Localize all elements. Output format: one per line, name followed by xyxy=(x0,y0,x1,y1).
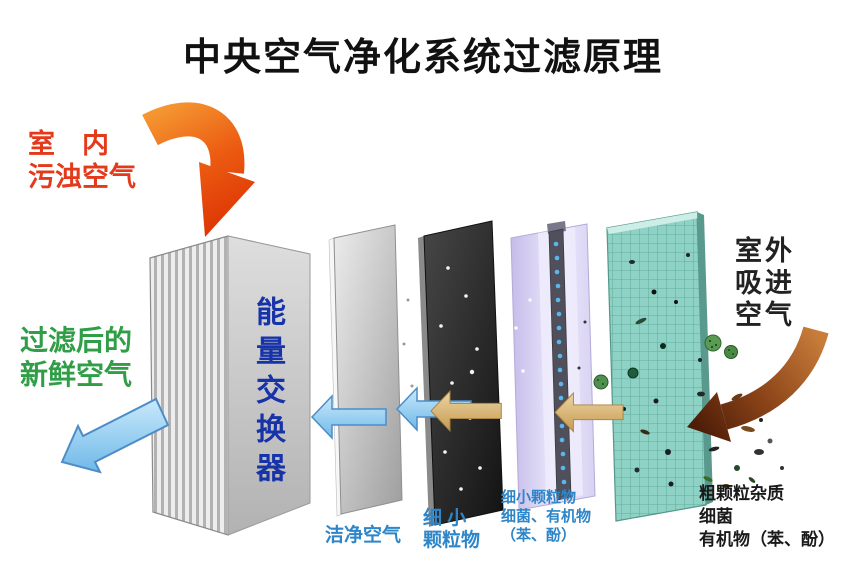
filter-panel-teal xyxy=(593,211,738,522)
flow-arrow-blue-1 xyxy=(310,394,387,440)
indoor-polluted-air-label: 室 内 污浊空气 xyxy=(28,129,136,192)
clean-air-label: 洁净空气 xyxy=(325,525,402,546)
energy-exchanger-unit xyxy=(149,235,311,536)
flow-arrow-tan-1 xyxy=(430,389,502,433)
panel-gray-face xyxy=(333,224,403,515)
particle-scatter xyxy=(402,298,784,488)
energy-exchanger-label: 能量交换器 xyxy=(251,296,284,491)
filtered-fresh-air-label: 过滤后的 新鲜空气 xyxy=(20,325,133,391)
panel-teal-face xyxy=(606,211,707,522)
bacteria-icon xyxy=(724,345,738,359)
flow-arrow-tan-2 xyxy=(554,391,624,433)
flow-arrows xyxy=(310,386,624,440)
filter-panel-black xyxy=(418,220,504,527)
outdoor-air-arrow xyxy=(687,326,829,442)
filter-panel-purple xyxy=(510,221,596,511)
uv-strip-dots xyxy=(553,241,567,485)
unit-side-face xyxy=(227,235,311,536)
filter-panel-gray xyxy=(328,224,403,517)
fine-particles-organics-label: 细小颗粒物 细菌、有机物 （苯、酚） xyxy=(501,489,592,544)
fine-particles-label: 细 小 颗粒物 xyxy=(423,508,481,552)
uv-strip xyxy=(548,228,572,501)
outflow-arrow xyxy=(60,397,170,474)
panel-black-edge xyxy=(418,236,435,527)
coarse-impurities-label: 粗颗粒杂质 细菌 有机物（苯、酚） xyxy=(699,484,835,549)
trapped-coarse-particles xyxy=(622,253,690,487)
panel-black-face xyxy=(423,220,504,526)
outdoor-intake-air-label: 室外 吸进 空气 xyxy=(735,236,795,330)
unit-front-grille xyxy=(149,235,229,536)
panel-teal-top-edge xyxy=(607,212,699,234)
diagram-title: 中央空气净化系统过滤原理 xyxy=(182,37,663,79)
bacteria-icon xyxy=(593,374,609,390)
bacteria-icon xyxy=(704,334,722,352)
indoor-air-arrow xyxy=(142,102,255,237)
